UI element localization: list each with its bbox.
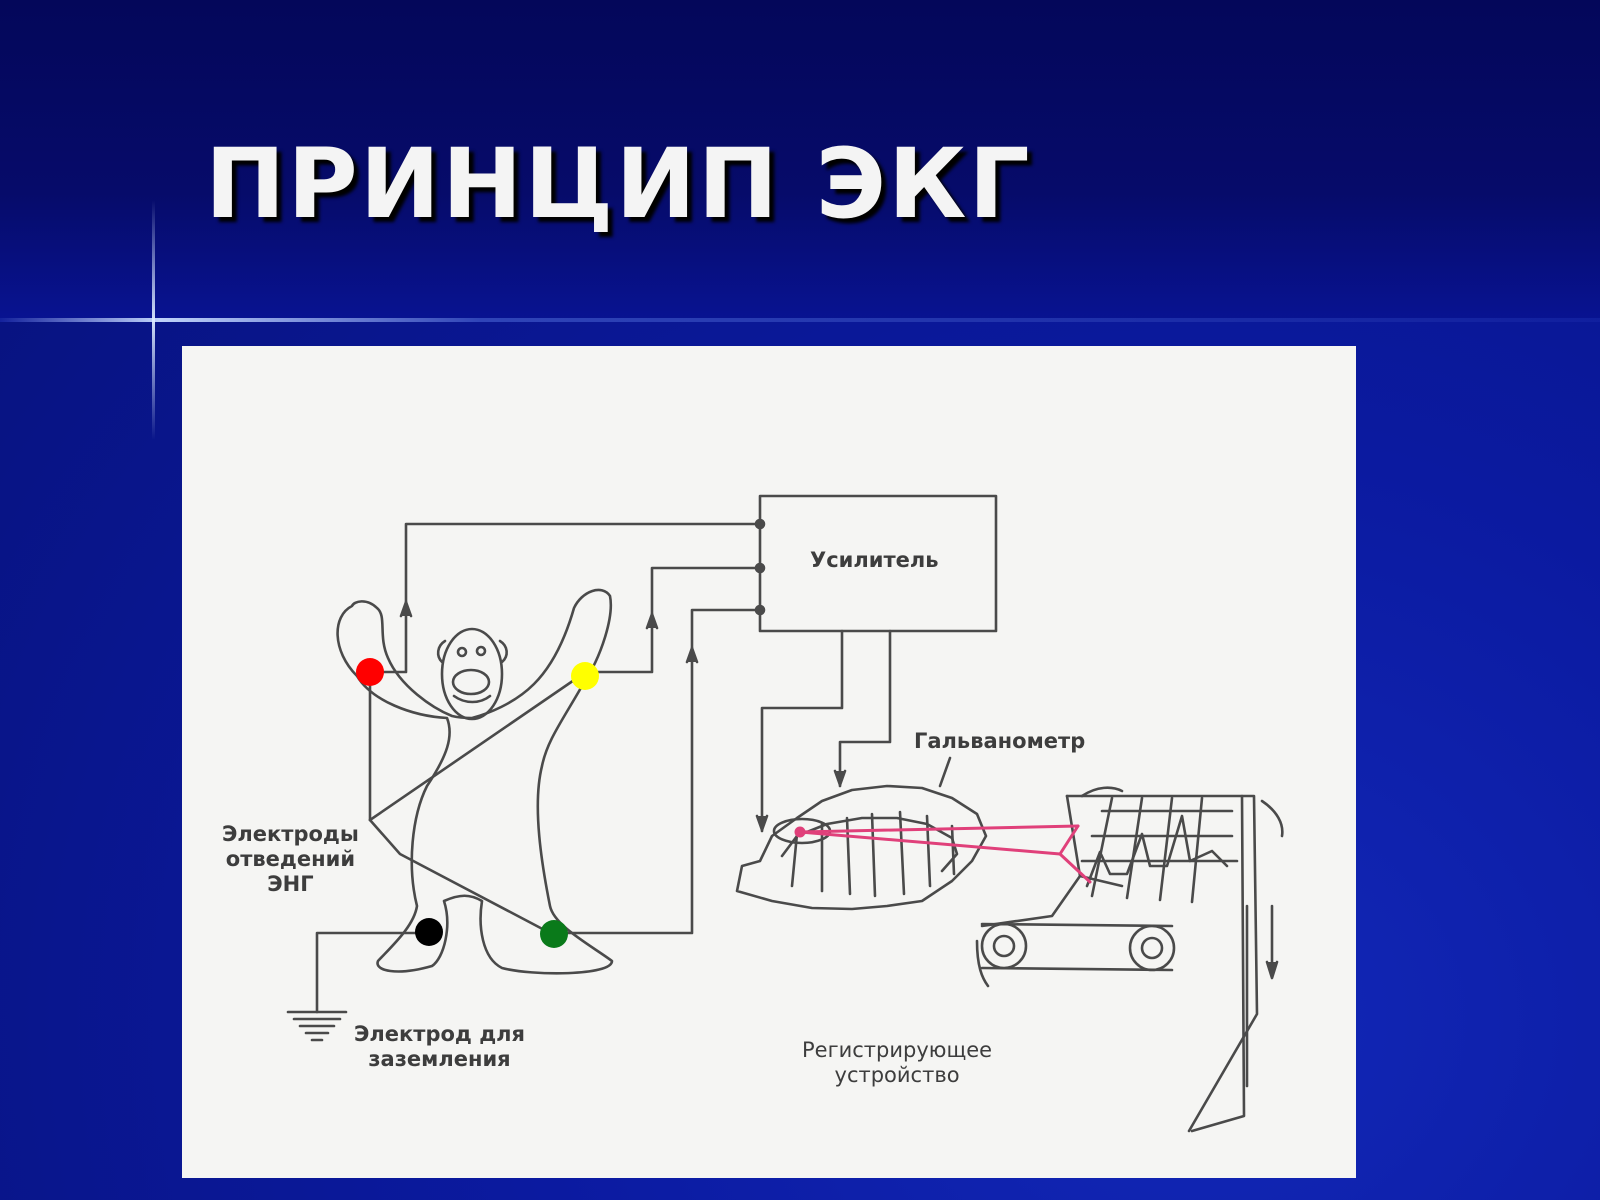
recording-device [975,786,1284,1133]
lead-electrodes-label: Электроды отведений ЭНГ [222,822,359,896]
electrode-left-leg [540,920,568,948]
wire-left-arm [590,566,762,674]
ecg-principle-diagram: Усилитель Гальванометр Электроды отведен… [182,346,1356,1178]
wire-amplifier-galvanometer-1 [760,629,844,833]
diagram-drawing [286,494,1284,1133]
figure-head [440,627,504,721]
ground-electrode-label: Электрод для заземления [354,1022,526,1071]
galvanometer-coil [735,784,988,911]
horizontal-light-streak [0,318,1600,322]
amplifier-label: Усилитель [810,548,939,572]
electrode-right-leg [415,918,443,946]
human-figure-outline [336,588,614,975]
header-band [0,0,1600,322]
vertical-light-streak [152,200,155,440]
recorder-label: Регистрирующее устройство [802,1038,993,1087]
light-beam [794,824,1092,884]
wire-amplifier-galvanometer-2 [838,629,892,788]
ground-symbol [286,1010,348,1042]
wire-ground [315,931,422,1014]
slide-title: ПРИНЦИП ЭКГ [205,128,1032,240]
galvanometer-label: Гальванометр [914,729,1086,753]
wire-right-arm [382,522,762,674]
wire-left-leg [548,608,762,935]
electrode-right-arm [356,658,384,686]
electrode-left-arm [571,662,599,690]
